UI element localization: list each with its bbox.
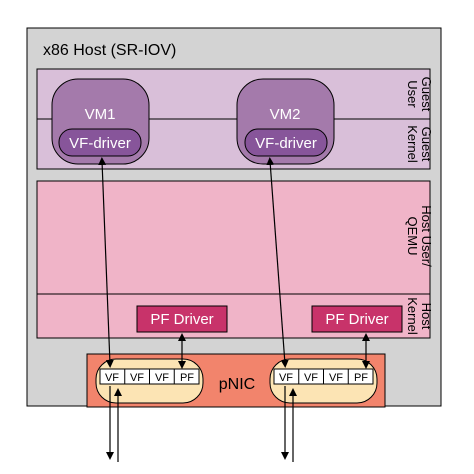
pf-driver-2: PF Driver [311, 305, 403, 333]
vm2-vf-driver-label: VF-driver [255, 135, 317, 152]
vm2: VM2 VF-driver [236, 78, 335, 165]
label-host-user-qemu: Host User/ QEMU [405, 205, 434, 267]
arrow-vm2-to-vf [266, 157, 289, 368]
port-group-1-function: VF [105, 372, 119, 384]
label-host-kernel: Host Kernel [405, 297, 434, 335]
svg-text:Guest: Guest [419, 127, 434, 162]
label-guest-user: Guest User [405, 77, 434, 112]
arrow-vm1-to-vf [98, 157, 114, 368]
svg-text:Host User/: Host User/ [419, 205, 434, 267]
svg-text:Kernel: Kernel [405, 125, 420, 163]
vm2-label: VM2 [270, 106, 301, 123]
pf-driver-2-label: PF Driver [325, 311, 388, 328]
svg-text:QEMU: QEMU [405, 217, 420, 256]
svg-text:Kernel: Kernel [405, 297, 420, 335]
port-group-2-function: VF [304, 372, 318, 384]
port-group-2-function: PF [354, 372, 368, 384]
svg-text:User: User [405, 80, 420, 108]
port-group-1: VF VF VF PF [95, 358, 204, 404]
vm1-vf-driver [58, 128, 142, 157]
pf-driver-1: PF Driver [136, 305, 228, 333]
svg-text:Guest: Guest [419, 77, 434, 112]
svg-text:Host: Host [419, 303, 434, 330]
host-title: x86 Host (SR-IOV) [43, 42, 176, 59]
port-group-1-function: VF [155, 372, 169, 384]
port-group-1-function: PF [180, 372, 194, 384]
port-group-2: VF VF VF PF [269, 358, 378, 404]
vm1-vf-driver-label: VF-driver [69, 135, 131, 152]
port-group-2-function: VF [279, 372, 293, 384]
vm1: VM1 VF-driver [51, 78, 150, 165]
label-guest-kernel: Guest Kernel [405, 125, 434, 163]
port-group-1-function: VF [130, 372, 144, 384]
vm1-label: VM1 [85, 106, 116, 123]
pf-driver-1-label: PF Driver [150, 311, 213, 328]
port-group-2-function: VF [329, 372, 343, 384]
vm2-vf-driver [244, 128, 328, 157]
pnic-label: pNIC [219, 376, 255, 393]
